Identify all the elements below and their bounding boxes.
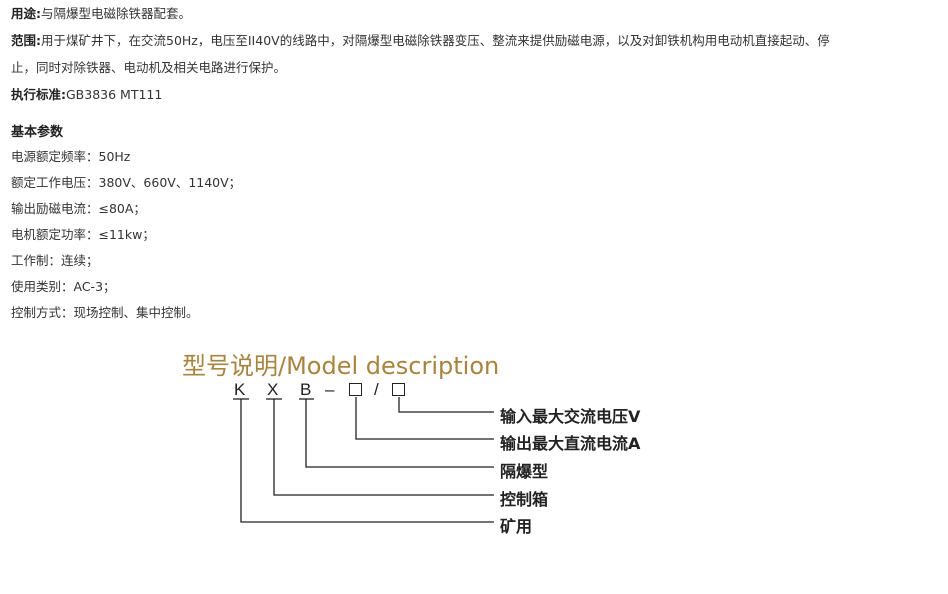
scope-text: 用于煤矿井下，在交流50Hz，电压至II40V的线路中，对隔爆型电磁除铁器变压、… xyxy=(41,33,830,48)
param-line: 额定工作电压：380V、660V、1140V； xyxy=(11,175,242,190)
param-line: 电源额定频率：50Hz xyxy=(11,149,131,164)
params-heading: 基本参数 xyxy=(11,125,64,140)
desc-output-current: 输出最大直流电流A xyxy=(500,434,641,453)
desc-mining: 矿用 xyxy=(500,517,533,536)
usage-text: 与隔爆型电磁除铁器配套。 xyxy=(41,6,192,21)
standard-text: GB3836 MT111 xyxy=(66,87,163,102)
standard-line: 执行标准:GB3836 MT111 xyxy=(11,86,162,104)
desc-input-voltage: 输入最大交流电压V xyxy=(500,407,641,426)
scope-label: 范围: xyxy=(11,33,41,48)
usage-line: 用途:与隔爆型电磁除铁器配套。 xyxy=(11,5,191,23)
model-dash: – xyxy=(325,380,335,399)
param-line: 电机额定功率：≤11kw； xyxy=(11,227,155,242)
usage-label: 用途: xyxy=(11,6,41,21)
param-line: 控制方式：现场控制、集中控制。 xyxy=(11,305,199,320)
desc-flameproof: 隔爆型 xyxy=(500,462,549,481)
model-title: 型号说明/Model description xyxy=(182,352,500,380)
model-slash: / xyxy=(374,380,379,399)
scope-text-2: 止，同时对除铁器、电动机及相关电路进行保护。 xyxy=(11,60,287,75)
desc-control-box: 控制箱 xyxy=(500,490,549,509)
model-letter-b: B xyxy=(300,380,312,399)
param-line: 输出励磁电流：≤80A； xyxy=(11,201,146,216)
param-line: 工作制：连续； xyxy=(11,253,99,268)
model-box-current xyxy=(349,383,362,396)
standard-label: 执行标准: xyxy=(11,87,66,102)
param-line: 使用类别：AC-3； xyxy=(11,279,116,294)
model-letter-x: X xyxy=(267,380,279,399)
scope-line: 范围:用于煤矿井下，在交流50Hz，电压至II40V的线路中，对隔爆型电磁除铁器… xyxy=(11,32,830,50)
model-letter-k: K xyxy=(234,380,246,399)
scope-line-2: 止，同时对除铁器、电动机及相关电路进行保护。 xyxy=(11,59,286,77)
model-box-voltage xyxy=(392,383,405,396)
